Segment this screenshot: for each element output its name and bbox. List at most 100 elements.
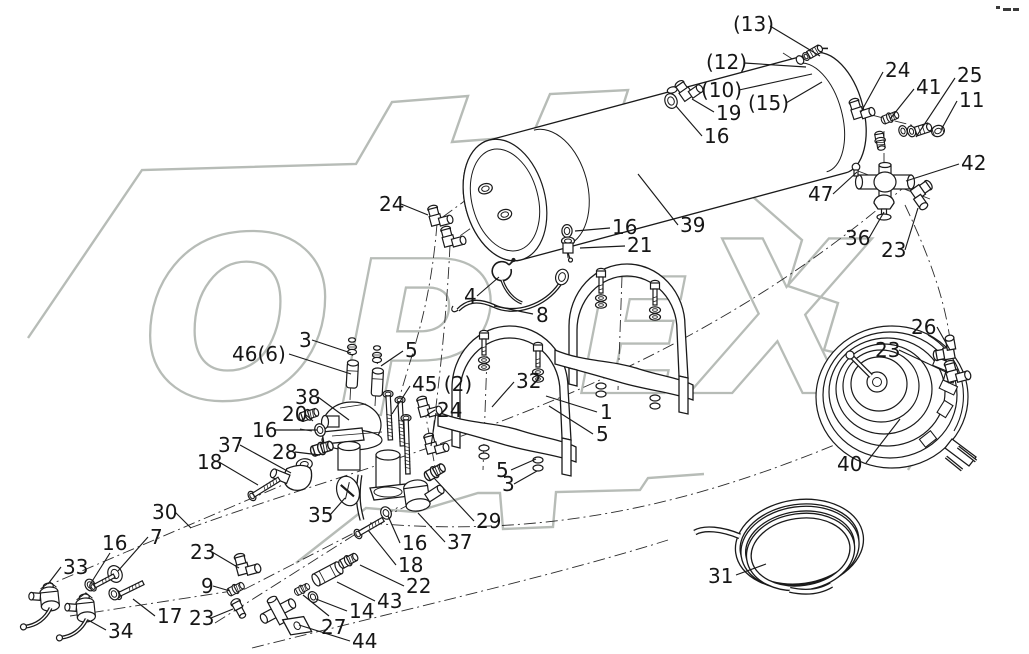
part-drain-valve-21: [560, 236, 576, 263]
part-corner-valve-37: [269, 458, 313, 491]
part-elbow-fitting-24: [427, 204, 454, 228]
leader-line: [915, 77, 956, 138]
part-cartridge-46: [345, 359, 360, 389]
part-bolt-45: [382, 389, 394, 441]
leader-line: [294, 451, 321, 456]
parts-layer: [19, 44, 978, 642]
part-fitting-20: [298, 407, 320, 423]
leader-line: [769, 25, 821, 57]
leader-line: [493, 305, 534, 315]
part-callout-26: 26: [911, 315, 936, 339]
leader-line: [380, 350, 404, 367]
leader-line: [860, 71, 884, 113]
part-cap-washers-5: [371, 345, 383, 364]
part-fitting: [874, 130, 886, 151]
part-callout-17: 17: [157, 604, 182, 628]
part-hose-coil-31: [693, 498, 865, 595]
part-callout-36: 36: [845, 226, 870, 250]
part-fitting-26: [932, 334, 957, 362]
part-tank-bracket-32: [437, 325, 577, 477]
leader-line: [476, 276, 500, 297]
leader-line: [491, 381, 515, 408]
part-callout-9: 9: [201, 574, 214, 598]
leader-line: [904, 207, 919, 251]
part-callout-14: 14: [349, 599, 374, 623]
center-line: [399, 223, 438, 397]
part-cap-washers-3: [346, 337, 358, 356]
leader-line: [574, 227, 611, 232]
leader-line: [579, 245, 626, 249]
leader-line: [288, 353, 352, 375]
leader-line: [391, 385, 411, 415]
part-screw: [89, 573, 116, 592]
leader-line: [336, 581, 376, 602]
center-line: [423, 405, 438, 479]
part-air-tank-39: [462, 51, 867, 262]
leader-line: [174, 511, 192, 529]
leader-line: [675, 105, 703, 137]
part-callout-22: 22: [406, 574, 431, 598]
part-cartridge-5: [370, 367, 385, 397]
center-line: [189, 187, 904, 529]
leader-line: [211, 551, 240, 569]
part-fitting-22: [338, 552, 359, 569]
part-callout-18: 18: [398, 553, 423, 577]
part-elbow-fitting-23: [943, 359, 972, 384]
leader-line: [47, 566, 62, 585]
part-callout-5: 5: [405, 338, 418, 362]
part-callout-25: 25: [957, 63, 982, 87]
leader-line: [513, 470, 538, 485]
part-callout-452: 45 (2): [412, 372, 472, 396]
part-callout-33: 33: [63, 555, 88, 579]
part-callout-31: 31: [708, 564, 733, 588]
part-callout-12: (12): [706, 50, 747, 74]
part-bolt-18: [247, 476, 282, 502]
leader-line: [637, 173, 679, 226]
leader-line: [317, 396, 350, 421]
part-elbow-fitting-24: [848, 97, 876, 121]
part-drain-valve-33: [19, 581, 61, 631]
leader-line: [426, 409, 436, 416]
part-callout-10: (10): [701, 78, 742, 102]
center-line: [41, 477, 300, 589]
leader-line: [298, 624, 351, 642]
part-callout-28: 28: [272, 440, 297, 464]
leader-line: [889, 88, 915, 120]
leader-line: [302, 594, 330, 617]
part-callout-8: 8: [536, 303, 549, 327]
leader-line: [387, 515, 401, 544]
leader-lines: [47, 25, 960, 642]
part-callout-27: 27: [321, 615, 346, 639]
leader-line: [940, 100, 958, 131]
leader-line: [212, 585, 231, 592]
part-callout-44: 44: [352, 629, 377, 653]
part-callout-37: 37: [447, 530, 472, 554]
part-callout-20: 20: [282, 402, 307, 426]
part-callout-24: 24: [437, 398, 462, 422]
part-callout-35: 35: [308, 503, 333, 527]
leader-line: [548, 405, 594, 435]
part-seal-ring-16: [314, 423, 326, 437]
part-callout-23: 23: [190, 540, 215, 564]
part-callout-16: 16: [612, 215, 637, 239]
part-elbow-fitting-19: [674, 79, 704, 103]
part-stud-bolt: [400, 413, 412, 475]
part-callout-43: 43: [377, 589, 402, 613]
part-callout-13: (13): [733, 12, 774, 36]
part-plate-35: [335, 475, 361, 507]
part-callout-11: 11: [959, 88, 984, 112]
part-callout-19: 19: [716, 101, 741, 125]
part-elbow-fitting-23: [233, 552, 262, 577]
part-callout-5: 5: [596, 422, 609, 446]
part-callout-16: 16: [102, 531, 127, 555]
part-callout-466: 46(6): [232, 342, 286, 366]
part-plug-47: [851, 162, 861, 177]
part-ring-8: [554, 268, 570, 286]
leader-line: [304, 413, 314, 422]
leader-line: [367, 529, 397, 566]
part-valve-block-38: [320, 401, 411, 521]
part-callout-41: 41: [916, 75, 941, 99]
part-callout-32: 32: [516, 369, 541, 393]
